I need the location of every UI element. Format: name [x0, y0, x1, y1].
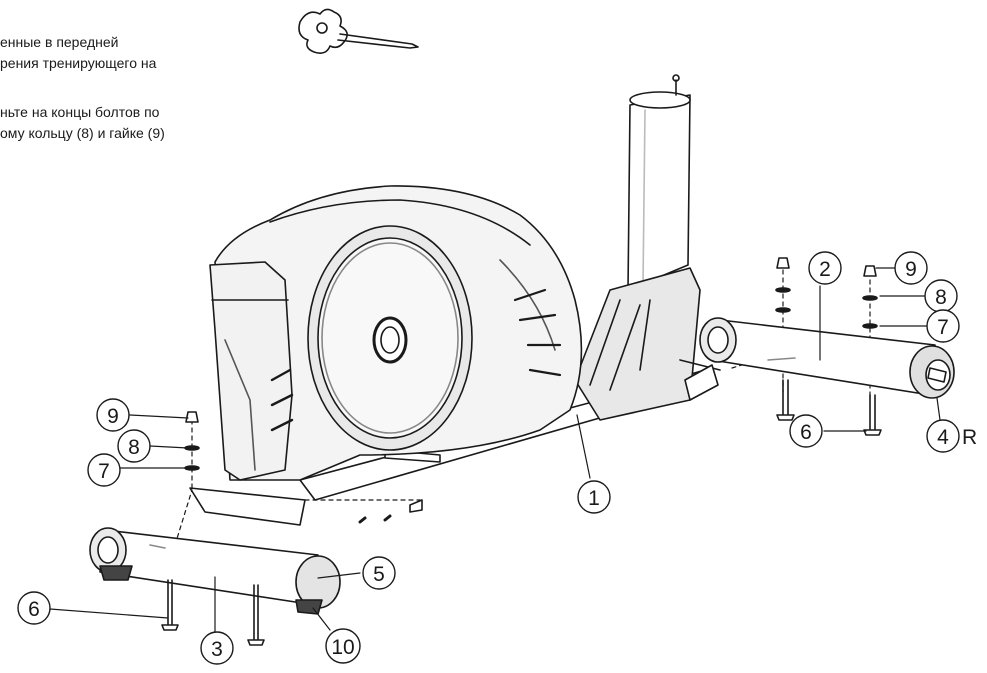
- callout-8-left: 8: [128, 436, 140, 459]
- callout-10: 10: [331, 636, 354, 659]
- right-nut-washers: [775, 257, 878, 329]
- callout-6-right: 6: [800, 421, 812, 444]
- callout-9-left: 9: [107, 405, 119, 428]
- callout-4: 4: [937, 426, 949, 449]
- front-console-column: [189, 261, 306, 526]
- callout-1: 1: [588, 487, 600, 510]
- instruction-line: рения тренирующего на: [0, 55, 157, 71]
- instruction-paragraph-1: енные в передней рения тренирующего на: [0, 32, 250, 74]
- frame-hardware: [358, 499, 423, 524]
- wrench-tool-icon: [298, 8, 419, 54]
- upright-post: [627, 74, 691, 291]
- instruction-paragraph-2: ньте на концы болтов по ому кольцу (8) и…: [0, 102, 250, 144]
- rear-stabilizer: [684, 317, 955, 401]
- callout-labels: 1 2 4 R 3 5 6 6 10 9 8 7 9 8 7: [28, 258, 977, 661]
- instruction-line: ньте на концы болтов по: [0, 104, 160, 120]
- front-stabilizer: [89, 527, 341, 615]
- callout-8-right: 8: [935, 286, 947, 309]
- callout-9-right: 9: [905, 258, 917, 281]
- callout-7-left: 7: [98, 460, 110, 483]
- instruction-line: ому кольцу (8) и гайке (9): [0, 125, 165, 141]
- flywheel-shroud: [214, 185, 583, 481]
- callout-leaders: [49, 267, 941, 634]
- callout-4-suffix: R: [962, 426, 977, 449]
- callout-6-left: 6: [28, 598, 40, 621]
- callout-circles: [17, 251, 960, 665]
- bolt-parts: [161, 379, 882, 646]
- callout-7-right: 7: [937, 316, 949, 339]
- callout-5: 5: [373, 563, 385, 586]
- callout-3: 3: [211, 638, 223, 661]
- instruction-line: енные в передней: [0, 34, 119, 50]
- callout-2: 2: [819, 258, 831, 281]
